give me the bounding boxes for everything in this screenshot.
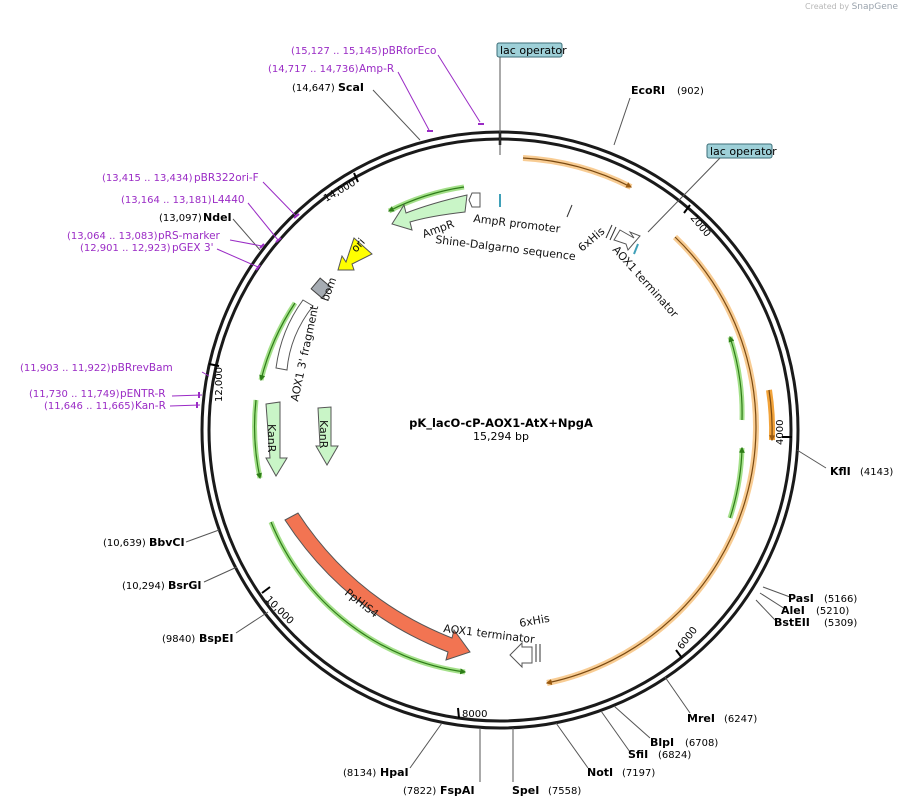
site-ecori-pos: (902) (677, 86, 704, 97)
snapgene-logo-text: SnapGene (851, 2, 898, 12)
aox1-terminator-arrow-2 (509, 641, 533, 669)
primer-pbr322ori-f-pos: (13,415 .. 13,434) (102, 173, 193, 184)
site-alei-name: AleI (781, 604, 805, 617)
site-fspai-pos: (7822) (403, 786, 436, 797)
primer-ampr-name: Amp-R (359, 63, 394, 75)
primer-pbrforeco-pos: (15,127 .. 15,145) (291, 46, 382, 57)
primer-ampr-pos: (14,717 .. 14,736) (268, 64, 359, 75)
site-noti-name: NotI (587, 766, 613, 779)
site-bsrgi-pos: (10,294) (122, 581, 165, 592)
site-fspai-name: FspAI (440, 784, 475, 797)
site-noti-pos: (7197) (622, 768, 655, 779)
primer-l4440-pos: (13,164 .. 13,181) (121, 195, 212, 206)
site-blpi-name: BlpI (650, 736, 674, 749)
primer-pbrrevbam-pos: (11,903 .. 11,922) (20, 363, 111, 374)
ampr-promoter-label: AmpR promoter (473, 212, 562, 236)
site-spei-name: SpeI (512, 784, 539, 797)
site-kfli-pos: (4143) (860, 467, 893, 478)
site-mrei-pos: (6247) (724, 714, 757, 725)
ampr-promoter-arrow (468, 192, 481, 208)
lac-operator-label-1: lac operator (500, 44, 567, 57)
green-features (252, 184, 745, 675)
site-mrei-name: MreI (687, 712, 715, 725)
site-ecori-name: EcoRI (631, 84, 665, 97)
primer-l4440-name: L4440 (212, 194, 245, 206)
site-kfli-name: KflI (830, 465, 851, 478)
lac-operator-label-2: lac operator (710, 145, 777, 158)
site-scai-pos: (14,647) (292, 83, 335, 94)
site-bsrgi-name: BsrGI (168, 579, 201, 592)
primers (169, 54, 484, 408)
kanr-arrow-2 (315, 406, 339, 466)
kanr-label-2: KanR (317, 420, 330, 449)
ampr-arrow (391, 194, 468, 231)
orange-features (522, 155, 776, 686)
site-bbvci-pos: (10,639) (103, 538, 146, 549)
site-bsteii-name: BstEII (774, 616, 810, 629)
tick-10000: 10,000 (263, 594, 296, 627)
tick-4000: 4000 (775, 420, 786, 445)
site-scai-name: ScaI (338, 81, 364, 94)
shine-dalgarno-label: Shine-Dalgarno sequence (435, 233, 577, 263)
six-his-mark-2 (535, 644, 541, 662)
site-bspei-name: BspEI (199, 632, 233, 645)
lac-operator-box-2 (706, 143, 773, 159)
plasmid-name: pK_lacO-cP-AOX1-AtX+NpgA (409, 416, 593, 431)
pphis4-arrow (284, 512, 471, 661)
primer-pentr-r-pos: (11,730 .. 11,749) (29, 389, 120, 400)
primer-pentr-r-name: pENTR-R (120, 388, 166, 400)
shine-dalgarno-mark (566, 204, 573, 218)
site-sfii-pos: (6824) (658, 750, 691, 761)
site-ndei-pos: (13,097) (159, 213, 202, 224)
tick-8000: 8000 (462, 709, 487, 720)
lac-operator-mark-2 (633, 243, 639, 255)
primer-prs-marker-name: pRS-marker (158, 230, 221, 242)
primer-labels: (15,127 .. 15,145) pBRforEco (14,717 .. … (20, 45, 436, 412)
credit-prefix: Created by (805, 2, 850, 11)
aox1-terminator-arrow-1 (613, 229, 641, 251)
site-pasi-pos: (5166) (824, 594, 857, 605)
site-alei-pos: (5210) (816, 606, 849, 617)
kanr-arrow-1 (265, 401, 288, 477)
bom-box (310, 277, 332, 299)
snapgene-credit: Created by SnapGene (805, 2, 898, 12)
aox1-3-fragment-box (275, 299, 314, 371)
tick-12000: 12,000 (214, 367, 225, 402)
site-spei-pos: (7558) (548, 786, 581, 797)
site-bsteii-pos: (5309) (824, 618, 857, 629)
aox1-terminator-label-1: AOX1 terminator (610, 243, 681, 320)
lac-operator-box-1 (496, 42, 563, 58)
primer-pbrforeco-name: pBRforEco (382, 45, 436, 57)
kanr-label-1: KanR (265, 424, 278, 453)
tick-6000: 6000 (676, 625, 700, 652)
primer-kan-r-name: Kan-R (135, 400, 166, 412)
primer-pgex3-pos: (12,901 .. 12,923) (80, 243, 171, 254)
site-sfii-name: SfiI (628, 748, 648, 761)
site-blpi-pos: (6708) (685, 738, 718, 749)
site-ndei-name: NdeI (203, 211, 232, 224)
six-his-label-1: 6xHis (576, 225, 608, 255)
primer-kan-r-pos: (11,646 .. 11,665) (44, 401, 135, 412)
primer-pbrrevbam-name: pBRrevBam (111, 362, 173, 374)
plasmid-length: 15,294 bp (473, 430, 529, 443)
ori-arrow (337, 237, 373, 271)
primer-pbr322ori-f-name: pBR322ori-F (194, 172, 259, 184)
site-bspei-pos: (9840) (162, 634, 195, 645)
restriction-sites: EcoRI (902) KflI (4143) PasI (5166) AleI… (103, 81, 893, 797)
site-bbvci-name: BbvCI (149, 536, 185, 549)
six-his-mark-1 (605, 224, 617, 241)
primer-prs-marker-pos: (13,064 .. 13,083) (67, 231, 158, 242)
tick-14000: 14,000 (322, 178, 358, 205)
site-hpai-name: HpaI (380, 766, 409, 779)
site-pasi-name: PasI (788, 592, 814, 605)
site-hpai-pos: (8134) (343, 768, 376, 779)
six-his-label-2: 6xHis (518, 612, 551, 630)
primer-pgex3-name: pGEX 3' (172, 242, 214, 254)
